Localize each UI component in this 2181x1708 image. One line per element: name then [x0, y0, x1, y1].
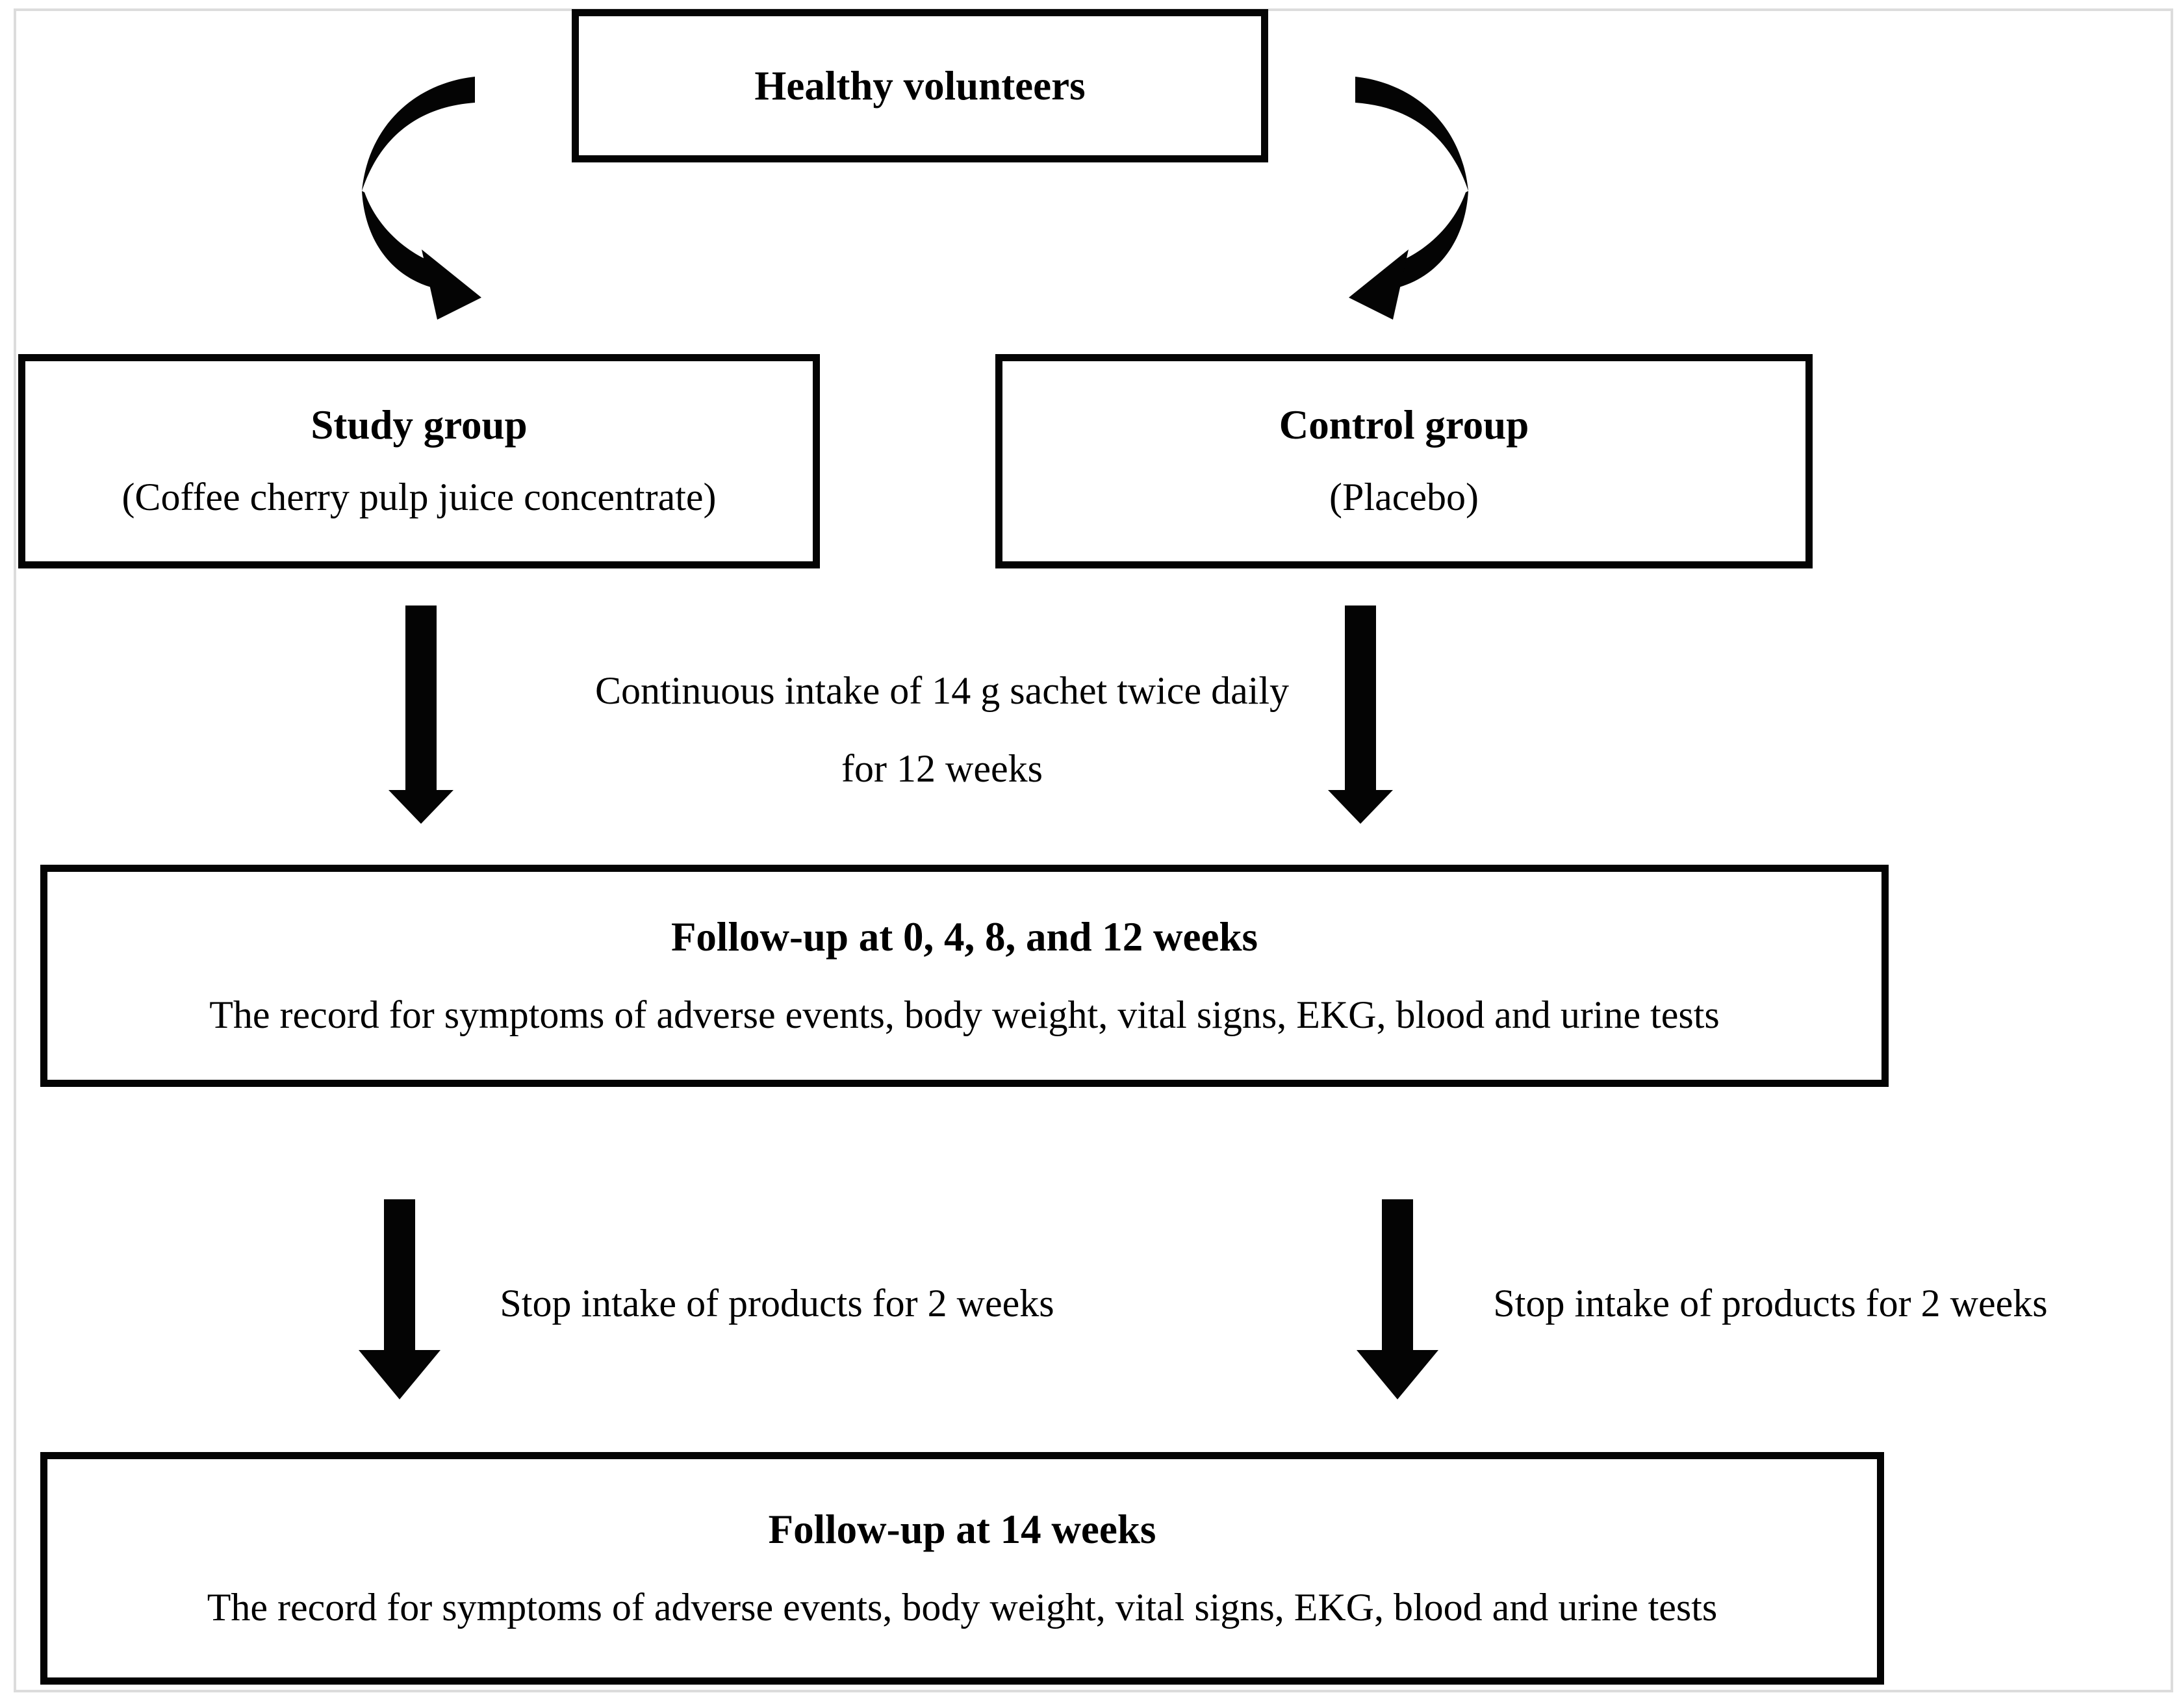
down-arrow-icon: [359, 1199, 440, 1399]
down-arrow-icon: [1328, 605, 1393, 824]
study-group-title: Study group: [311, 402, 528, 448]
down-arrow-icon: [389, 605, 453, 824]
study-group-box: Study group (Coffee cherry pulp juice co…: [18, 354, 820, 568]
control-group-subtitle: (Placebo): [1329, 476, 1479, 518]
stop-intake-note-left: Stop intake of products for 2 weeks: [500, 1282, 1054, 1325]
intake-note: Continuous intake of 14 g sachet twice d…: [494, 667, 1390, 792]
control-group-title: Control group: [1279, 402, 1529, 448]
curved-arrow-right-icon: [1346, 73, 1476, 320]
curved-arrow-left-icon: [354, 73, 484, 320]
followup-14-weeks-detail: The record for symptoms of adverse event…: [207, 1585, 1718, 1629]
healthy-volunteers-title: Healthy volunteers: [754, 62, 1086, 108]
healthy-volunteers-box: Healthy volunteers: [572, 9, 1268, 162]
followup-14-weeks-box: Follow-up at 14 weeks The record for sym…: [40, 1452, 1884, 1685]
control-group-box: Control group (Placebo): [995, 354, 1813, 568]
stop-intake-note-right: Stop intake of products for 2 weeks: [1493, 1282, 2048, 1325]
down-arrow-icon: [1357, 1199, 1438, 1399]
followup-12-weeks-title: Follow-up at 0, 4, 8, and 12 weeks: [670, 913, 1258, 960]
intake-note-line1: Continuous intake of 14 g sachet twice d…: [594, 669, 1290, 712]
figure-frame: [14, 8, 2173, 1692]
followup-12-weeks-detail: The record for symptoms of adverse event…: [209, 993, 1720, 1036]
study-group-subtitle: (Coffee cherry pulp juice concentrate): [121, 476, 717, 518]
intake-note-line2: for 12 weeks: [841, 747, 1043, 790]
followup-12-weeks-box: Follow-up at 0, 4, 8, and 12 weeks The r…: [40, 865, 1889, 1087]
followup-14-weeks-title: Follow-up at 14 weeks: [768, 1506, 1156, 1552]
